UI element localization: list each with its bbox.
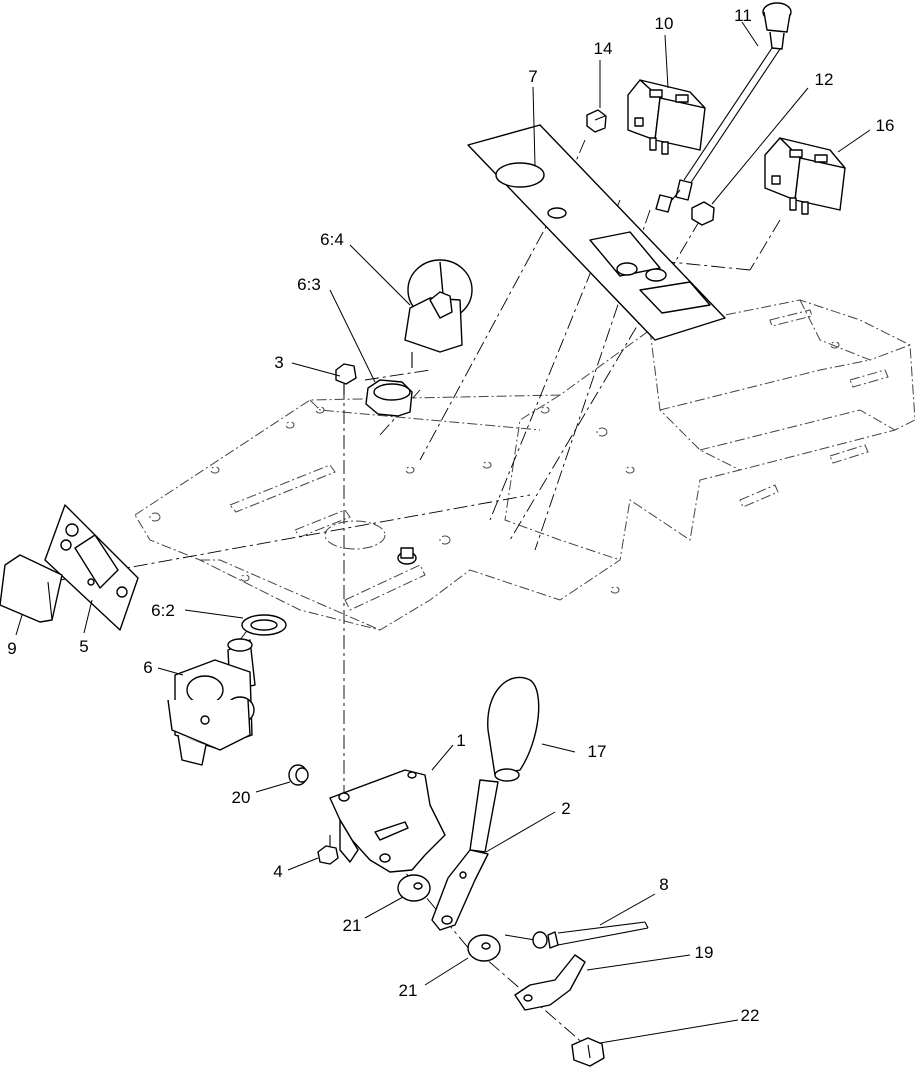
part-9-cap xyxy=(0,554,63,623)
part-7-decal-plate xyxy=(467,124,726,341)
part-6-4-knob xyxy=(404,259,473,368)
part-20-bushing xyxy=(288,764,309,786)
callout-2: 2 xyxy=(561,799,570,818)
part-5-bezel xyxy=(44,504,139,631)
callout-22: 22 xyxy=(741,1006,760,1025)
part-2-lever xyxy=(431,779,499,931)
part-14-indicator xyxy=(586,109,607,133)
part-22-bolt xyxy=(571,1037,605,1067)
callout-6: 6 xyxy=(143,658,152,677)
part-8-cable xyxy=(504,921,649,949)
part-12-indicator xyxy=(691,201,715,226)
leader-lines xyxy=(15,21,871,1044)
callout-16: 16 xyxy=(876,116,895,135)
callout-19: 19 xyxy=(695,943,714,962)
callout-9: 9 xyxy=(7,639,16,658)
callout-labels: 7 14 10 11 12 16 6:4 6:3 3 6:2 9 5 6 1 1… xyxy=(7,6,894,1025)
part-10-switch xyxy=(627,79,706,155)
callout-6-2: 6:2 xyxy=(151,601,175,620)
callout-6-4: 6:4 xyxy=(320,230,344,249)
callout-8: 8 xyxy=(659,875,668,894)
callout-1: 1 xyxy=(456,731,465,750)
callout-21-upper: 21 xyxy=(343,916,362,935)
part-16-switch xyxy=(764,137,846,215)
part-11-harness xyxy=(655,2,792,213)
part-3-screw xyxy=(335,363,357,395)
callout-20: 20 xyxy=(232,788,251,807)
part-21-washer-upper xyxy=(397,874,431,902)
callout-3: 3 xyxy=(274,353,283,372)
callout-5: 5 xyxy=(79,637,88,656)
part-21-washer-lower xyxy=(467,934,501,962)
part-4-nut xyxy=(317,835,339,865)
part-6-2-nut xyxy=(241,614,287,636)
callout-17: 17 xyxy=(588,742,607,761)
callout-7: 7 xyxy=(528,67,537,86)
callout-12: 12 xyxy=(815,70,834,89)
part-6-3-nut xyxy=(365,379,413,417)
part-1-bracket xyxy=(329,769,446,873)
callout-4: 4 xyxy=(273,862,282,881)
callout-14: 14 xyxy=(594,39,613,58)
callout-6-3: 6:3 xyxy=(297,275,321,294)
control-panel-frame xyxy=(134,299,915,631)
callout-10: 10 xyxy=(655,14,674,33)
callout-11: 11 xyxy=(734,6,752,25)
callout-21-lower: 21 xyxy=(399,981,418,1000)
part-17-knob xyxy=(487,676,540,782)
part-6-ignition-switch xyxy=(167,638,256,766)
part-19-link xyxy=(514,954,586,1011)
